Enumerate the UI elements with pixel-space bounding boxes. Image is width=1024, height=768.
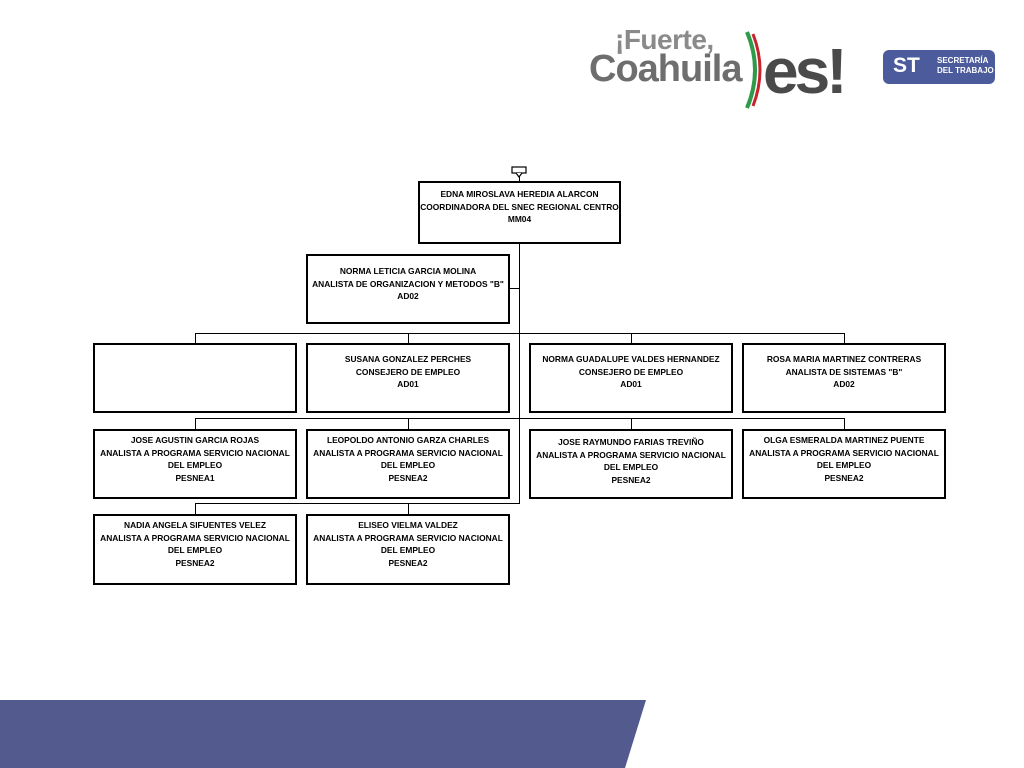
- org-node-consejero-1: SUSANA GONZALEZ PERCHES CONSEJERO DE EMP…: [306, 343, 510, 413]
- node-role: ANALISTA DE SISTEMAS "B": [785, 366, 903, 377]
- node-code: AD02: [833, 379, 855, 389]
- node-role: CONSEJERO DE EMPLEO: [578, 366, 684, 377]
- node-name: JOSE AGUSTIN GARCIA ROJAS: [130, 435, 260, 445]
- node-role: COORDINADORA DEL SNEC REGIONAL CENTRO: [420, 201, 619, 212]
- node-name: OLGA ESMERALDA MARTINEZ PUENTE: [763, 435, 925, 445]
- node-role: ANALISTA A PROGRAMA SERVICIO NACIONAL: [313, 532, 503, 543]
- node-code: PESNEA2: [824, 472, 864, 483]
- node-code: PESNEA2: [611, 474, 651, 485]
- node-code: PESNEA2: [388, 557, 428, 568]
- org-node-analista-3: JOSE RAYMUNDO FARIAS TREVIÑO ANALISTA A …: [529, 429, 733, 499]
- node-role: ANALISTA A PROGRAMA SERVICIO NACIONAL: [100, 447, 290, 458]
- node-code: MM04: [507, 214, 532, 224]
- org-node-analista-5: NADIA ANGELA SIFUENTES VELEZ ANALISTA A …: [93, 514, 297, 585]
- node-code: PESNEA2: [388, 472, 428, 483]
- header-logo: ¡Fuerte, Coahuila es! ST SECRETARÍA DEL …: [585, 20, 1005, 120]
- org-node-vacant: [93, 343, 297, 413]
- logo-state-name: Coahuila: [589, 48, 742, 90]
- badge-department: SECRETARÍA DEL TRABAJO: [937, 56, 994, 75]
- secretaria-trabajo-badge: ST SECRETARÍA DEL TRABAJO: [883, 50, 995, 84]
- org-node-analista-sistemas: ROSA MARIA MARTINEZ CONTRERAS ANALISTA D…: [742, 343, 946, 413]
- node-role: ANALISTA A PROGRAMA SERVICIO NACIONAL: [536, 449, 726, 460]
- node-role-2: DEL EMPLEO: [816, 460, 872, 470]
- node-role: ANALISTA A PROGRAMA SERVICIO NACIONAL: [100, 532, 290, 543]
- org-root-marker-icon: [511, 166, 527, 178]
- node-name: ELISEO VIELMA VALDEZ: [358, 520, 458, 530]
- org-node-analista-2: LEOPOLDO ANTONIO GARZA CHARLES ANALISTA …: [306, 429, 510, 499]
- org-node-analista-1: JOSE AGUSTIN GARCIA ROJAS ANALISTA A PRO…: [93, 429, 297, 499]
- org-node-coordinator: EDNA MIROSLAVA HEREDIA ALARCON COORDINAD…: [418, 181, 621, 244]
- node-name: NADIA ANGELA SIFUENTES VELEZ: [124, 520, 266, 530]
- org-node-consejero-2: NORMA GUADALUPE VALDES HERNANDEZ CONSEJE…: [529, 343, 733, 413]
- node-role: ANALISTA A PROGRAMA SERVICIO NACIONAL: [313, 447, 503, 458]
- org-node-analista-4: OLGA ESMERALDA MARTINEZ PUENTE ANALISTA …: [742, 429, 946, 499]
- node-name: ROSA MARIA MARTINEZ CONTRERAS: [766, 354, 922, 364]
- node-code: PESNEA2: [175, 557, 215, 568]
- node-code: AD02: [397, 291, 419, 301]
- logo-tagline: ¡Fuerte,: [615, 24, 714, 55]
- node-role-2: DEL EMPLEO: [380, 545, 436, 555]
- node-role-2: DEL EMPLEO: [167, 460, 223, 470]
- node-code: AD01: [620, 379, 642, 389]
- node-role: CONSEJERO DE EMPLEO: [355, 366, 461, 377]
- org-node-assistant: NORMA LETICIA GARCIA MOLINA ANALISTA DE …: [306, 254, 510, 324]
- badge-abbr: ST: [893, 54, 920, 77]
- node-code: AD01: [397, 379, 419, 389]
- node-role-2: DEL EMPLEO: [603, 462, 659, 472]
- node-name: SUSANA GONZALEZ PERCHES: [344, 354, 472, 364]
- org-node-analista-6: ELISEO VIELMA VALDEZ ANALISTA A PROGRAMA…: [306, 514, 510, 585]
- node-name: LEOPOLDO ANTONIO GARZA CHARLES: [326, 435, 490, 445]
- node-code: PESNEA1: [175, 472, 215, 483]
- node-role-2: DEL EMPLEO: [380, 460, 436, 470]
- node-name: JOSE RAYMUNDO FARIAS TREVIÑO: [558, 437, 704, 447]
- node-role-2: DEL EMPLEO: [167, 545, 223, 555]
- footer-band: [0, 700, 646, 768]
- logo-es: es!: [763, 35, 847, 107]
- node-role: ANALISTA A PROGRAMA SERVICIO NACIONAL: [749, 447, 939, 458]
- node-name: EDNA MIROSLAVA HEREDIA ALARCON: [440, 189, 599, 199]
- node-role: ANALISTA DE ORGANIZACION Y METODOS "B": [312, 278, 504, 289]
- logo-flag-arc-icon: [745, 31, 762, 109]
- node-name: NORMA GUADALUPE VALDES HERNANDEZ: [542, 354, 720, 364]
- node-name: NORMA LETICIA GARCIA MOLINA: [339, 266, 477, 276]
